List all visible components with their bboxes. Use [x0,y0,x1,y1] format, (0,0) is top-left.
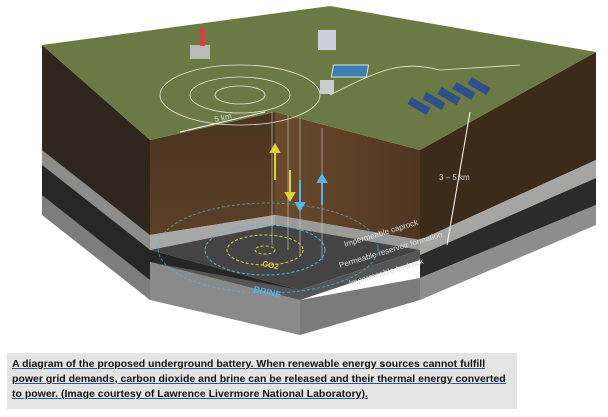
co2-flow-arrows [269,142,296,203]
pond [330,64,370,78]
plume-rings [157,202,379,294]
caption-box: A diagram of the proposed underground ba… [7,353,517,409]
block-left-face [42,45,150,300]
caption-text: A diagram of the proposed underground ba… [12,358,506,400]
power-plant [190,28,336,94]
depth-arrow [446,111,471,246]
block-right-face [300,52,596,335]
underground-battery-diagram: 5 km 3 – 5 km Impermeable caprock Permea… [42,6,596,335]
solar-panels [407,77,491,115]
surface-infrastructure [159,64,521,126]
ground-surface [42,6,596,150]
distance-arrow [179,111,266,133]
distance-label: 5 km [214,111,233,123]
co2-label: CO2 [262,259,280,271]
depth-label: 3 – 5 km [439,173,470,182]
